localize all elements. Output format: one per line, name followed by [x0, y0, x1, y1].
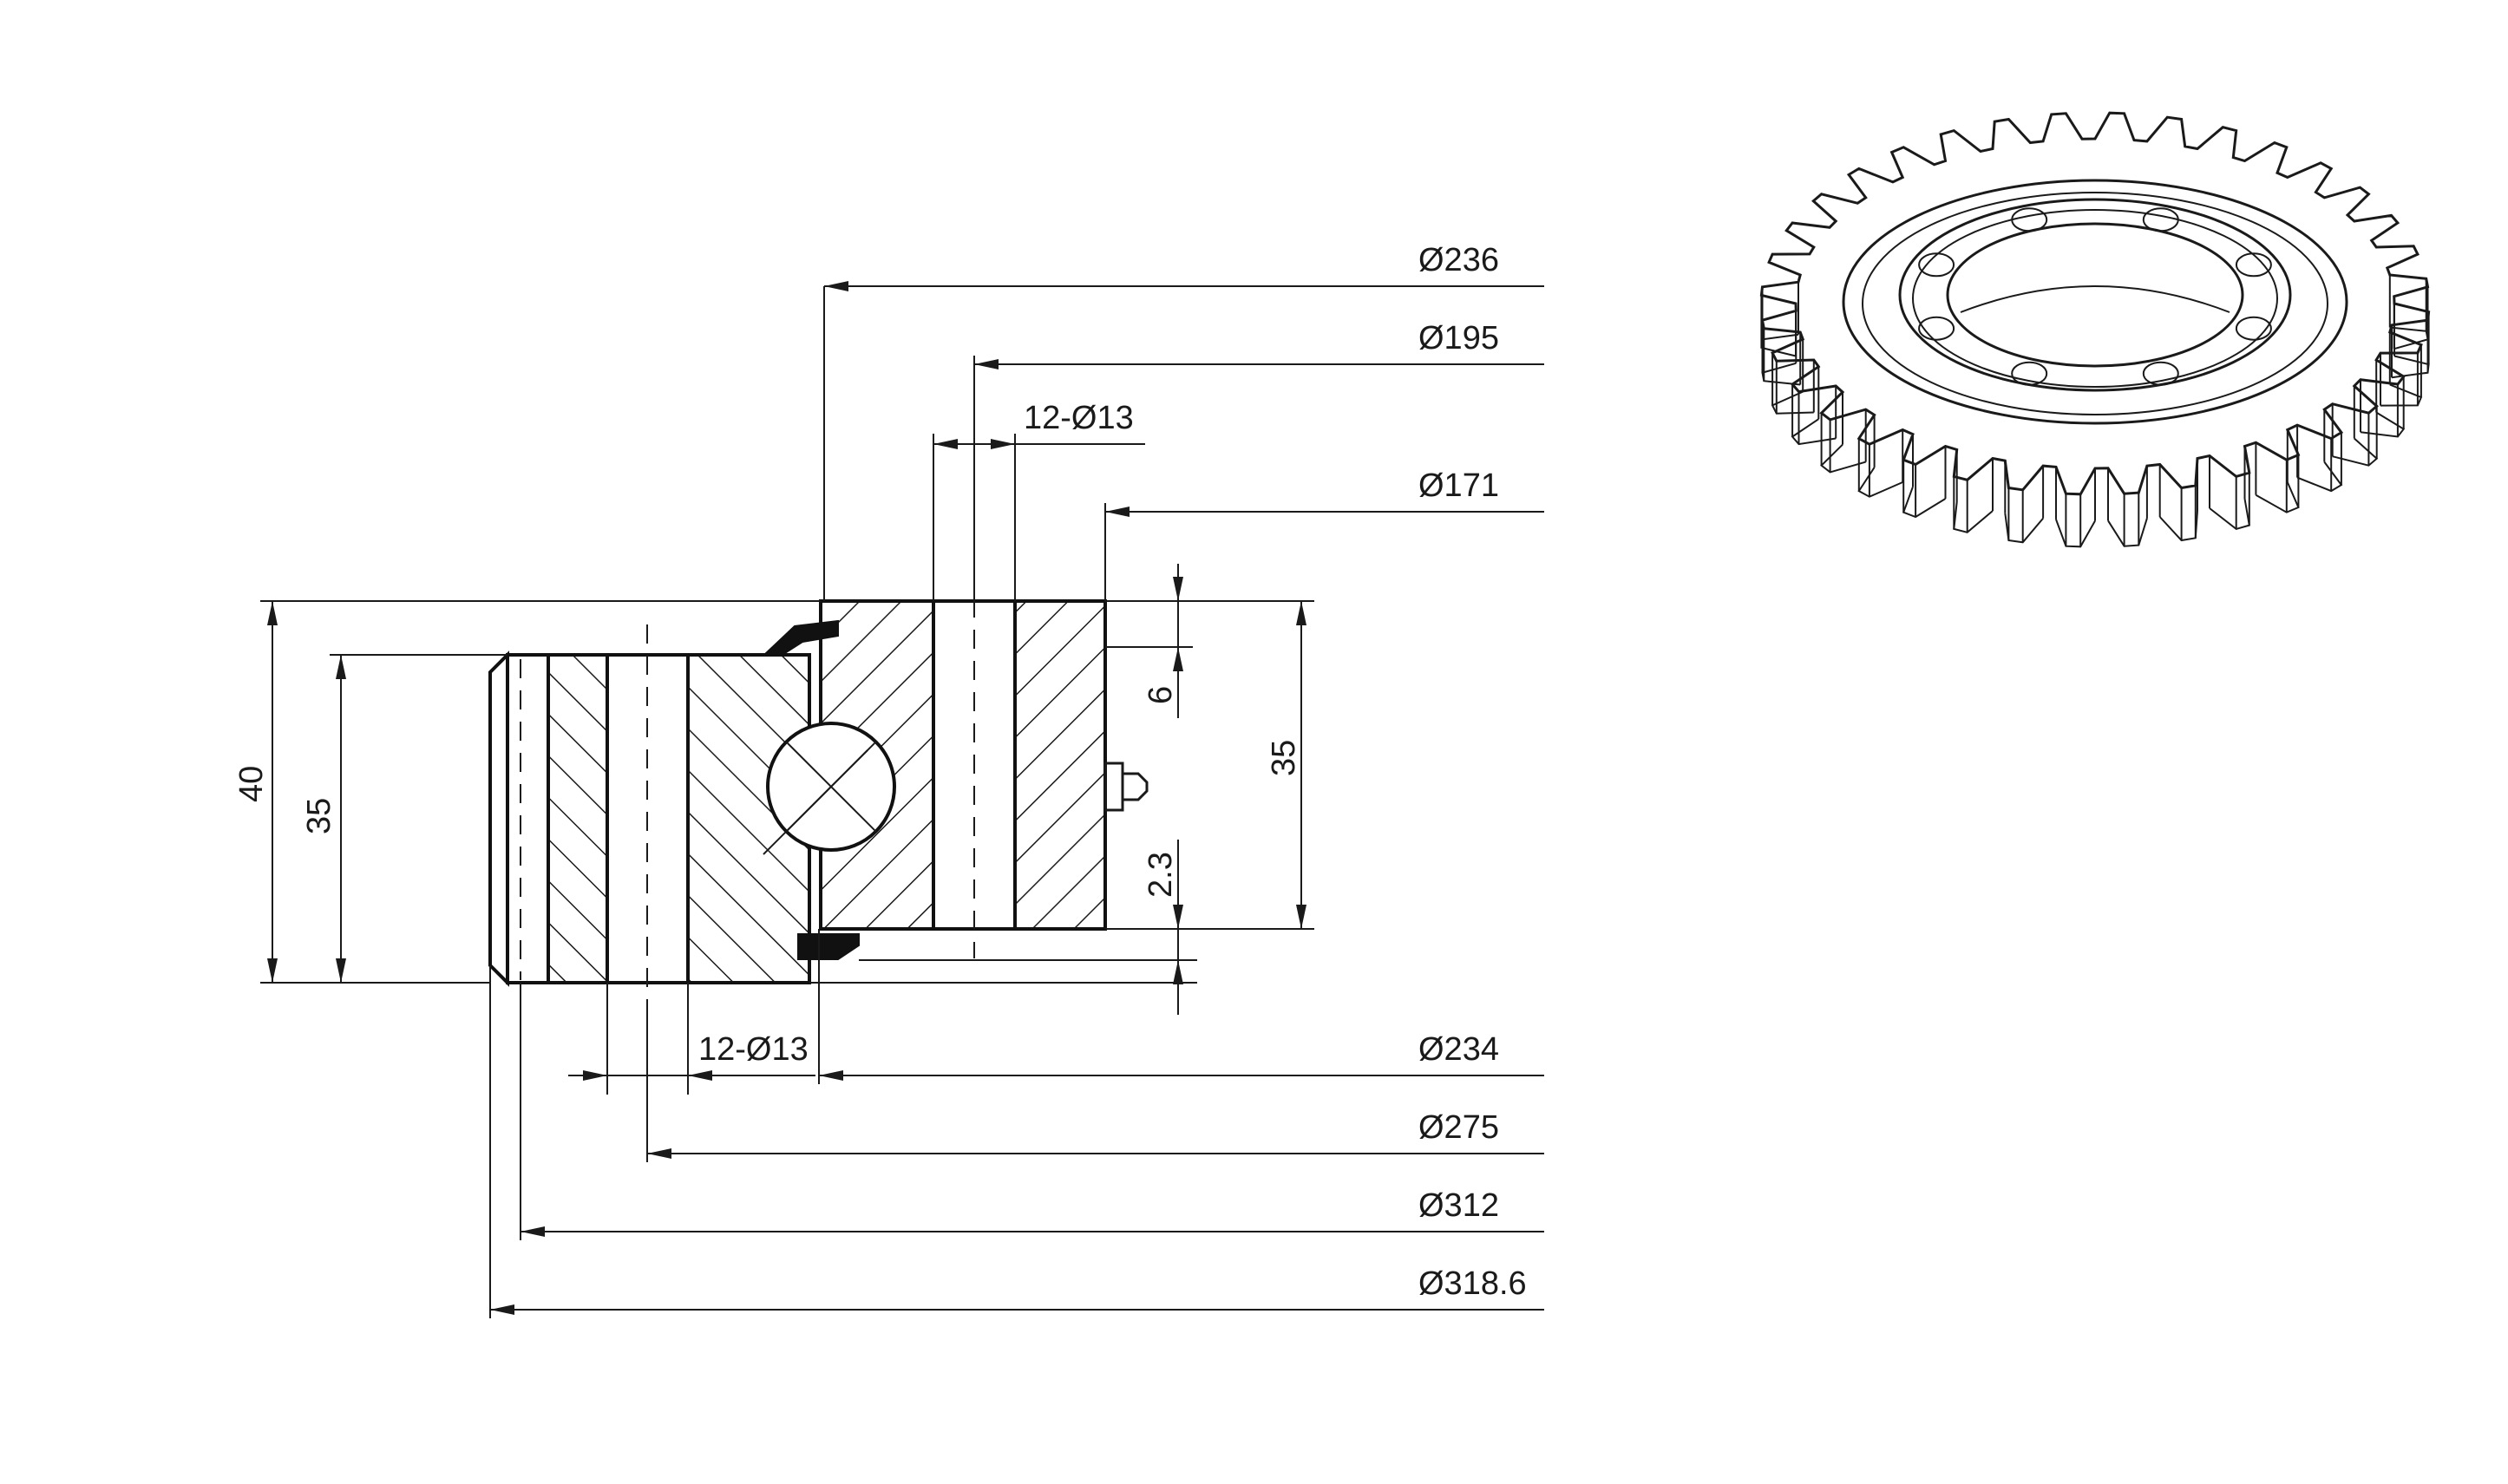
label-d312: Ø312 — [1418, 1187, 1499, 1224]
gear-3d-view — [1759, 111, 2431, 548]
label-d275: Ø275 — [1418, 1109, 1499, 1146]
outer-ring-section — [488, 624, 811, 1006]
bolt-hole — [2235, 316, 2272, 341]
label-holes-inner: 12-Ø13 — [1024, 400, 1134, 436]
cross-section — [488, 598, 1149, 1006]
ball — [763, 722, 896, 855]
label-h40: 40 — [233, 766, 270, 802]
seals — [761, 619, 860, 960]
label-holes-outer: 12-Ø13 — [698, 1031, 809, 1068]
label-d318-6: Ø318.6 — [1418, 1265, 1527, 1302]
label-h35-right: 35 — [1266, 740, 1302, 776]
bolt-hole — [2011, 361, 2048, 386]
label-d234: Ø234 — [1418, 1031, 1499, 1068]
label-d195: Ø195 — [1418, 320, 1499, 356]
label-h2-3: 2.3 — [1143, 852, 1179, 898]
bolt-hole — [1918, 316, 1955, 341]
grease-nipple — [1103, 762, 1149, 812]
gear-bolt-holes — [1918, 207, 2272, 386]
dimension-lines — [260, 281, 1544, 1318]
inner-ring-section — [819, 598, 1107, 958]
label-d236: Ø236 — [1418, 242, 1499, 278]
bolt-hole — [2011, 207, 2048, 232]
bolt-hole — [1918, 252, 1955, 278]
label-d171: Ø171 — [1418, 467, 1499, 504]
dimension-labels: Ø236 Ø195 12-Ø13 Ø171 6 35 2.3 40 35 12-… — [233, 242, 1527, 1302]
gear-tooth-bottom — [1760, 326, 2430, 548]
gear-tooth-outline — [1759, 111, 2431, 496]
label-h35-left: 35 — [301, 798, 337, 834]
bolt-hole — [2142, 361, 2179, 386]
gear-teeth — [1759, 111, 2431, 548]
bolt-hole — [2142, 207, 2179, 232]
bolt-hole — [2235, 252, 2272, 278]
label-h6: 6 — [1143, 686, 1179, 704]
